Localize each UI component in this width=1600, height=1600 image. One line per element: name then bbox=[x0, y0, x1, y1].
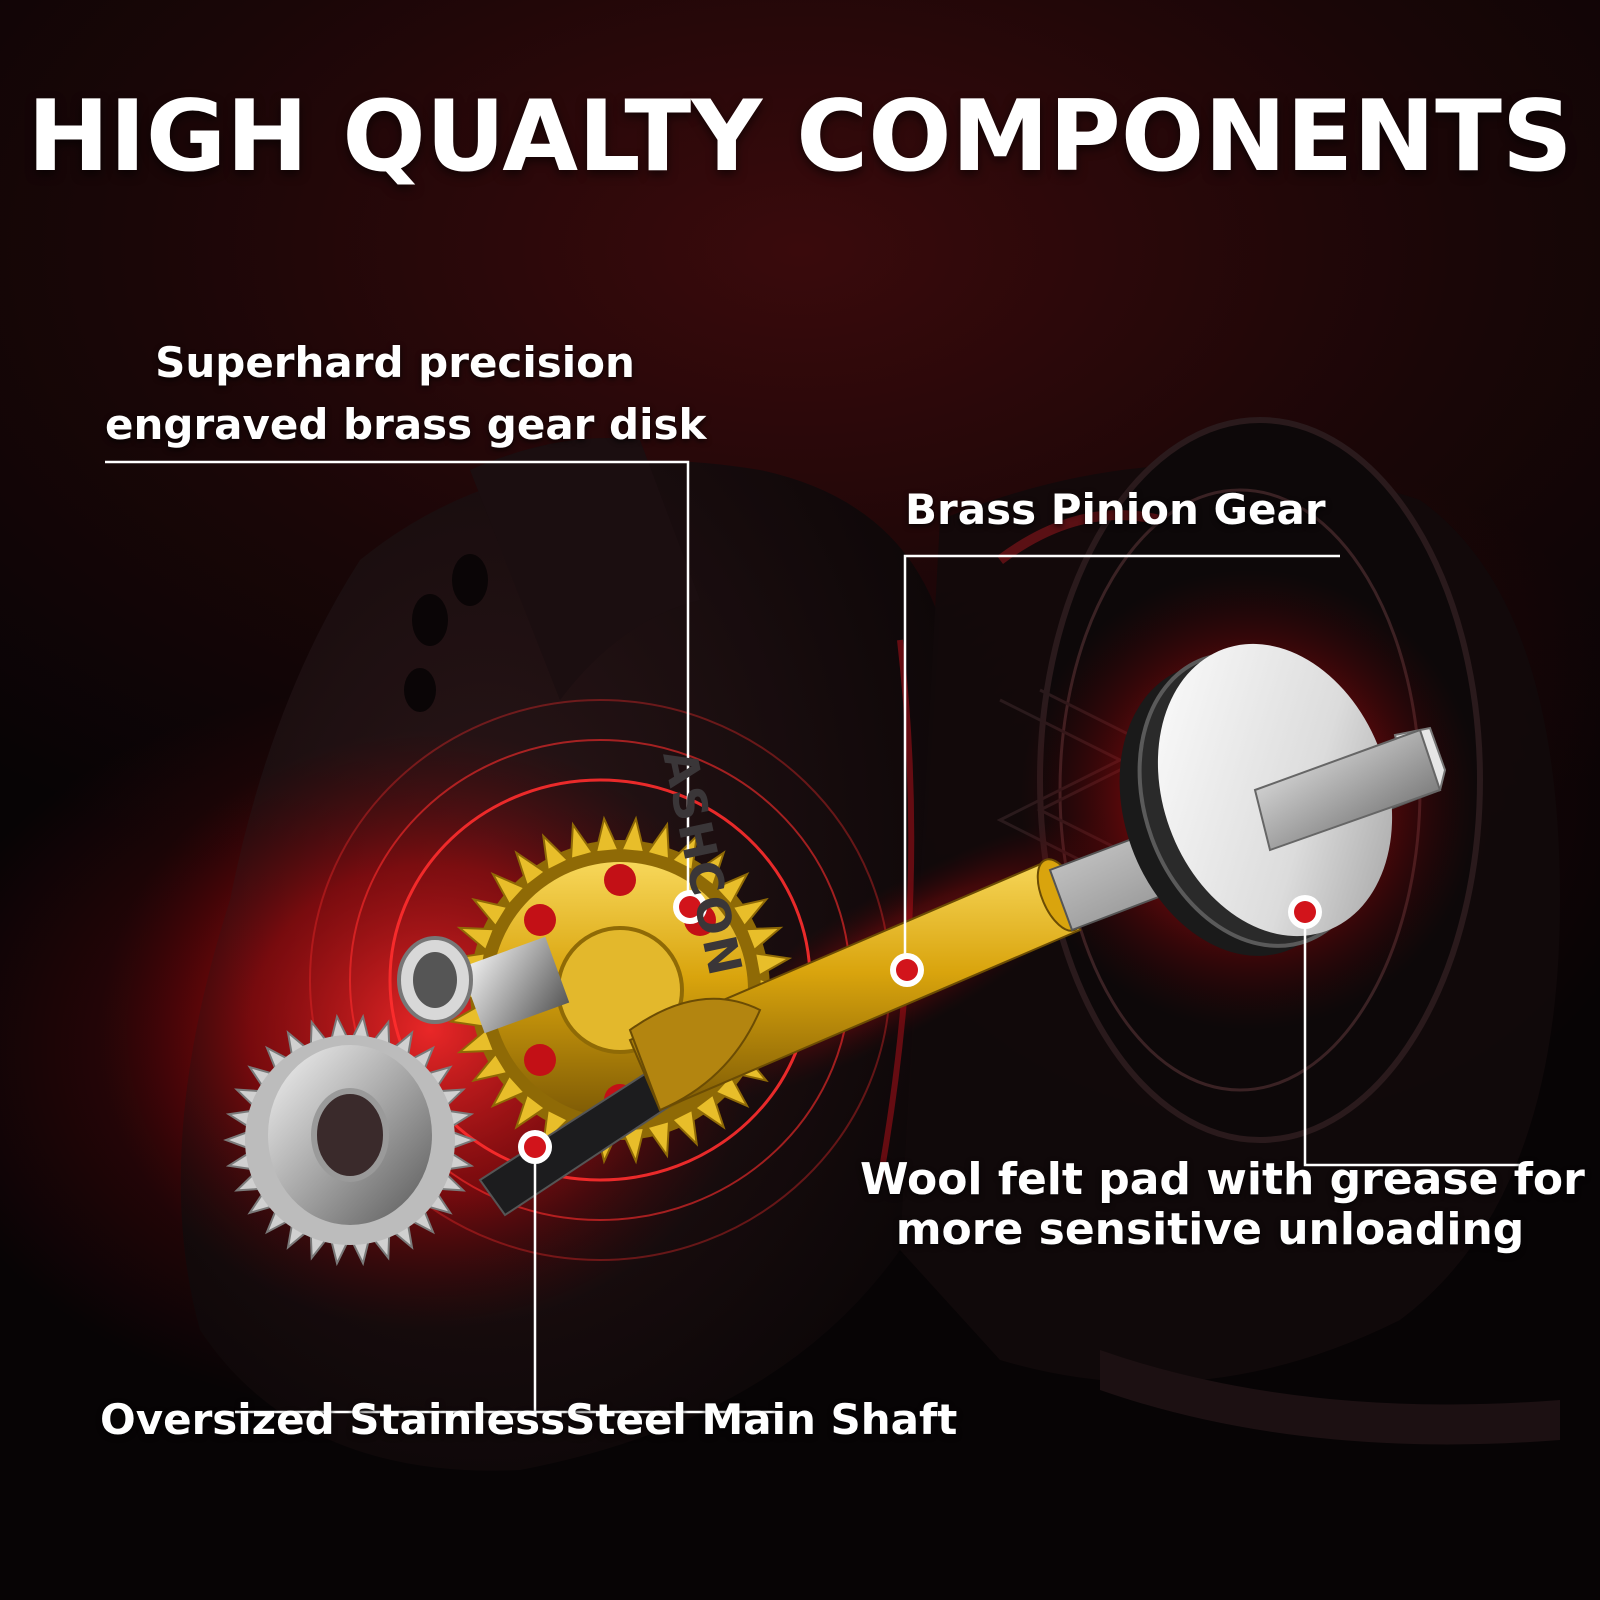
leader-lines bbox=[105, 460, 1520, 1414]
page-title: HIGH QUALTY COMPONENTS bbox=[27, 80, 1573, 194]
gear-tooth bbox=[456, 1028, 496, 1054]
gear-tooth bbox=[670, 1108, 699, 1147]
gear-disk-callout-line1: Superhard precision bbox=[155, 338, 635, 387]
gear-tooth bbox=[693, 1092, 726, 1130]
gear-tooth bbox=[645, 1119, 671, 1159]
pinion-small bbox=[397, 936, 570, 1034]
pinion-callout: Brass Pinion Gear bbox=[905, 485, 1326, 534]
gear-tooth bbox=[753, 952, 793, 977]
gear-tooth bbox=[514, 1092, 547, 1130]
gear-tooth bbox=[471, 897, 509, 928]
gear-tooth bbox=[490, 1073, 527, 1108]
gear-tooth bbox=[471, 1052, 509, 1083]
felt-pad-callout-line1: Wool felt pad with grease for bbox=[860, 1154, 1585, 1205]
gear-tooth bbox=[569, 821, 595, 861]
gear-tooth bbox=[645, 821, 671, 861]
felt-pad-callout-line2: more sensitive unloading bbox=[895, 1204, 1525, 1255]
gear-tooth bbox=[744, 926, 784, 952]
gear-tooth bbox=[490, 872, 527, 907]
gear-tooth bbox=[456, 926, 496, 952]
gear-tooth bbox=[541, 833, 570, 872]
felt-pad-callout: Wool felt pad with grease for more sensi… bbox=[860, 1154, 1585, 1255]
gear-tooth bbox=[670, 833, 699, 872]
shaft-tip bbox=[1253, 728, 1442, 852]
gear-tooth bbox=[514, 850, 547, 888]
callout-markers bbox=[518, 890, 1322, 1164]
gear-tooth bbox=[620, 815, 646, 854]
gear-disk-callout: Superhard precision engraved brass gear … bbox=[105, 332, 707, 456]
gear-tooth bbox=[594, 815, 620, 854]
gear-tooth bbox=[713, 872, 750, 907]
gear-tooth bbox=[731, 897, 769, 928]
drive-gear bbox=[223, 1013, 477, 1267]
main-shaft-callout: Oversized StainlessSteel Main Shaft bbox=[100, 1395, 958, 1444]
gear-tooth bbox=[693, 850, 726, 888]
gear-disk-callout-line2: engraved brass gear disk bbox=[105, 400, 707, 449]
